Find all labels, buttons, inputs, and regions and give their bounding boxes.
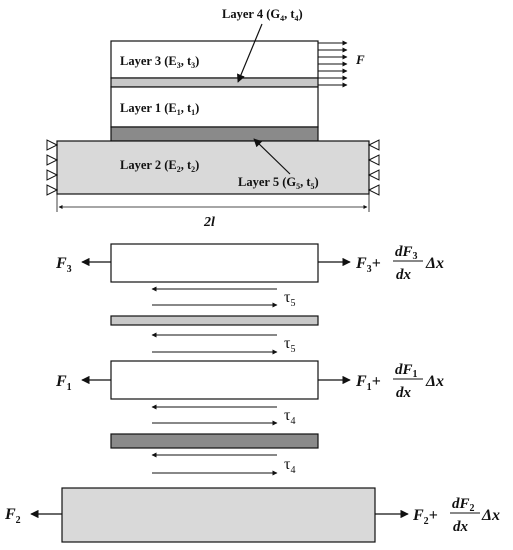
layer-5-leader bbox=[253, 138, 291, 175]
fbd-layer-2: F2 F2+ dF2 dx Δx bbox=[4, 487, 500, 543]
f3-delta-x: Δx bbox=[425, 255, 444, 272]
layer-2-label: Layer 2 (E2, t2) bbox=[120, 158, 199, 174]
f2-dF-numerator: dF2 bbox=[452, 496, 475, 514]
force-label: F bbox=[355, 52, 365, 67]
tau5-upper-label: τ5 bbox=[284, 289, 295, 309]
f3-dx-denominator: dx bbox=[396, 267, 412, 283]
f1-delta-x: Δx bbox=[425, 373, 444, 390]
fbd-layer-1: F1 F1+ dF1 dx Δx bbox=[55, 360, 444, 401]
left-support-icon bbox=[46, 139, 59, 196]
f3-dF-numerator: dF3 bbox=[395, 244, 418, 262]
tau5-shear-upper bbox=[151, 286, 278, 308]
layer-3-label: Layer 3 (E3, t3) bbox=[120, 54, 199, 70]
fbd-layer-3-rect bbox=[110, 243, 319, 283]
assembly-diagram: Layer 3 (E3, t3) Layer 1 (E1, t1) Layer … bbox=[46, 7, 380, 230]
f1-right-label: F1+ bbox=[355, 373, 381, 393]
layer-4-rect bbox=[110, 77, 319, 88]
length-label: 2l bbox=[203, 215, 215, 230]
tau4-upper-label: τ4 bbox=[284, 407, 295, 427]
layer-2-rect bbox=[56, 140, 370, 195]
layer-5-label: Layer 5 (G5, t5) bbox=[238, 175, 319, 191]
fbd-layer-4-strip bbox=[110, 433, 319, 449]
f2-left-label: F2 bbox=[4, 506, 21, 526]
layer-5-rect bbox=[110, 126, 319, 142]
right-support-icon bbox=[367, 139, 380, 196]
f2-right-label: F2+ bbox=[412, 507, 438, 527]
tau4-shear-upper bbox=[151, 404, 278, 426]
f3-right-label: F3+ bbox=[355, 255, 381, 275]
layer-3-rect bbox=[110, 40, 319, 79]
tau4-lower-label: τ4 bbox=[284, 456, 295, 476]
layer-1-rect bbox=[110, 86, 319, 128]
f2-dx-denominator: dx bbox=[453, 519, 469, 535]
fbd-layer-5-strip bbox=[110, 315, 319, 326]
tau4-shear-lower bbox=[151, 452, 278, 476]
applied-force-arrows bbox=[318, 40, 348, 88]
f1-left-label: F1 bbox=[55, 373, 72, 393]
f3-left-label: F3 bbox=[55, 255, 72, 275]
tau5-shear-lower bbox=[151, 332, 278, 355]
fbd-layer-2-rect bbox=[61, 487, 376, 543]
layer-1-label: Layer 1 (E1, t1) bbox=[120, 101, 199, 117]
layer-4-label: Layer 4 (G4, t4) bbox=[222, 7, 303, 23]
fbd-layer-3: F3 F3+ dF3 dx Δx bbox=[55, 243, 444, 283]
f1-dx-denominator: dx bbox=[396, 385, 412, 401]
f1-dF-numerator: dF1 bbox=[395, 362, 418, 380]
fbd-layer-1-rect bbox=[110, 360, 319, 400]
tau5-lower-label: τ5 bbox=[284, 335, 295, 355]
f2-delta-x: Δx bbox=[481, 507, 500, 524]
layer-4-leader bbox=[237, 23, 263, 83]
